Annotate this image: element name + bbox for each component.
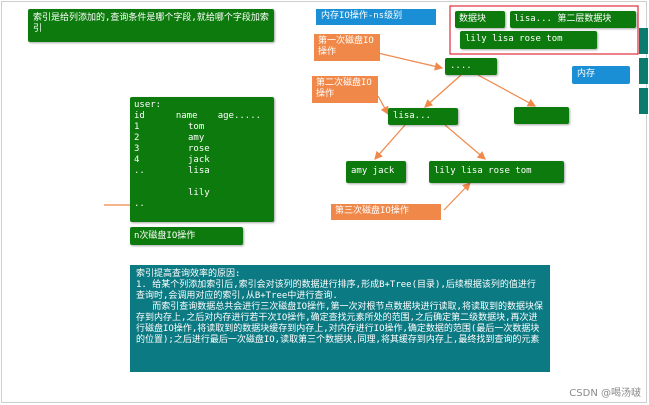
leaf-right-text: lily lisa rose tom (434, 166, 532, 176)
cell-id: .. (134, 166, 145, 176)
cell-id (134, 177, 182, 188)
cell-id: 2 (134, 133, 140, 143)
io3-text: 第三次磁盘IO操作 (335, 206, 409, 216)
cell-name: jack (188, 155, 210, 165)
index-note-box: 索引是给列添加的,查询条件是哪个字段,就给哪个字段加索引 (28, 9, 274, 42)
cell-name (182, 199, 236, 210)
table-name: user: (134, 100, 162, 110)
explanation-title: 索引提高查询效率的原因: (136, 269, 241, 279)
arrow-io1 (377, 52, 444, 71)
io2-text: 第二次磁盘IO操作 (316, 78, 372, 99)
root-node: .... (445, 58, 497, 75)
index-note-text: 索引是给列添加的,查询条件是哪个字段,就给哪个字段加索引 (33, 13, 269, 34)
memory-row-box: lily lisa rose tom (460, 31, 597, 49)
cell-name: rose (188, 144, 210, 154)
cell-name: lily (188, 188, 210, 198)
edge-root-mid (424, 74, 462, 108)
cell-id: .. (134, 199, 145, 209)
io3-label: 第三次磁盘IO操作 (331, 204, 441, 220)
data-block-text: 数据块 (459, 14, 487, 24)
side-tab-2[interactable] (639, 58, 648, 84)
edge-root-right (477, 74, 537, 107)
table-row: 1 tom (134, 122, 270, 133)
memory-row-text: lily lisa rose tom (465, 34, 563, 44)
header-age: age..... (217, 111, 262, 121)
user-table: user: id name age..... 1 tom 2 amy 3 rose 4 jac… (130, 97, 274, 222)
table-body: 1 tom 2 amy 3 rose 4 jack.. lisa lily.. (134, 122, 270, 210)
leaf-left-node: amy jack (346, 161, 406, 183)
explanation-p1: 1. 给某个列添加索引后,索引会对该列的数据进行排序,形成B+Tree(目录),… (136, 280, 536, 301)
side-tab-3[interactable] (639, 88, 648, 114)
edge-mid-rightleaf (444, 124, 486, 160)
table-row: .. lisa (134, 166, 270, 177)
memory-io-label: 内存IO操作-ns级别 (316, 9, 436, 25)
second-level-box: lisa... 第二层数据块 (510, 11, 636, 28)
memory-frame (449, 5, 639, 55)
table-row: 3 rose (134, 144, 270, 155)
table-row: 2 amy (134, 133, 270, 144)
n-io-box: n次磁盘IO操作 (130, 227, 243, 245)
arrow-io2 (377, 95, 389, 116)
mid-node: lisa... (388, 108, 458, 125)
header-id: id (134, 111, 145, 121)
explanation-p2: 而索引查询数据总共会进行三次磁盘IO操作,第一次对根节点数据块进行读取,将读取到… (136, 302, 543, 345)
edge-mid-leftleaf (374, 124, 406, 160)
io1-text: 第一次磁盘IO操作 (318, 36, 374, 57)
table-row: .. (134, 199, 270, 210)
cell-id: 3 (134, 144, 140, 154)
io1-label: 第一次磁盘IO操作 (314, 34, 380, 61)
io2-label: 第二次磁盘IO操作 (312, 76, 378, 103)
memory-io-text: 内存IO操作-ns级别 (321, 11, 403, 21)
cell-name: amy (188, 133, 205, 143)
second-level-text: lisa... 第二层数据块 (514, 14, 612, 24)
memory-label-text: 内存 (577, 69, 596, 79)
cell-name: tom (188, 122, 205, 132)
cell-name: lisa (188, 166, 210, 176)
leaf-right-node: lily lisa rose tom (429, 161, 564, 183)
arrow-io3 (443, 182, 471, 211)
explanation-box: 索引提高查询效率的原因: 1. 给某个列添加索引后,索引会对该列的数据进行排序,… (130, 265, 550, 372)
table-header: id name age..... (134, 111, 270, 122)
cell-id: 1 (134, 122, 140, 132)
table-row: 4 jack (134, 155, 270, 166)
table-row (134, 177, 270, 188)
leaf-left-text: amy jack (351, 166, 395, 176)
cell-id (134, 188, 182, 199)
right-node (514, 107, 569, 124)
cell-name (182, 177, 236, 188)
mid-node-text: lisa... (393, 111, 431, 121)
header-name: name (175, 111, 198, 121)
n-io-text: n次磁盘IO操作 (134, 231, 196, 241)
cell-id: 4 (134, 155, 140, 165)
memory-label: 内存 (572, 66, 630, 84)
table-row: lily (134, 188, 270, 199)
root-node-text: .... (450, 61, 472, 71)
data-block-box: 数据块 (455, 11, 505, 28)
watermark: CSDN @喝汤啵 (569, 388, 641, 399)
side-tab-1[interactable] (639, 28, 648, 54)
